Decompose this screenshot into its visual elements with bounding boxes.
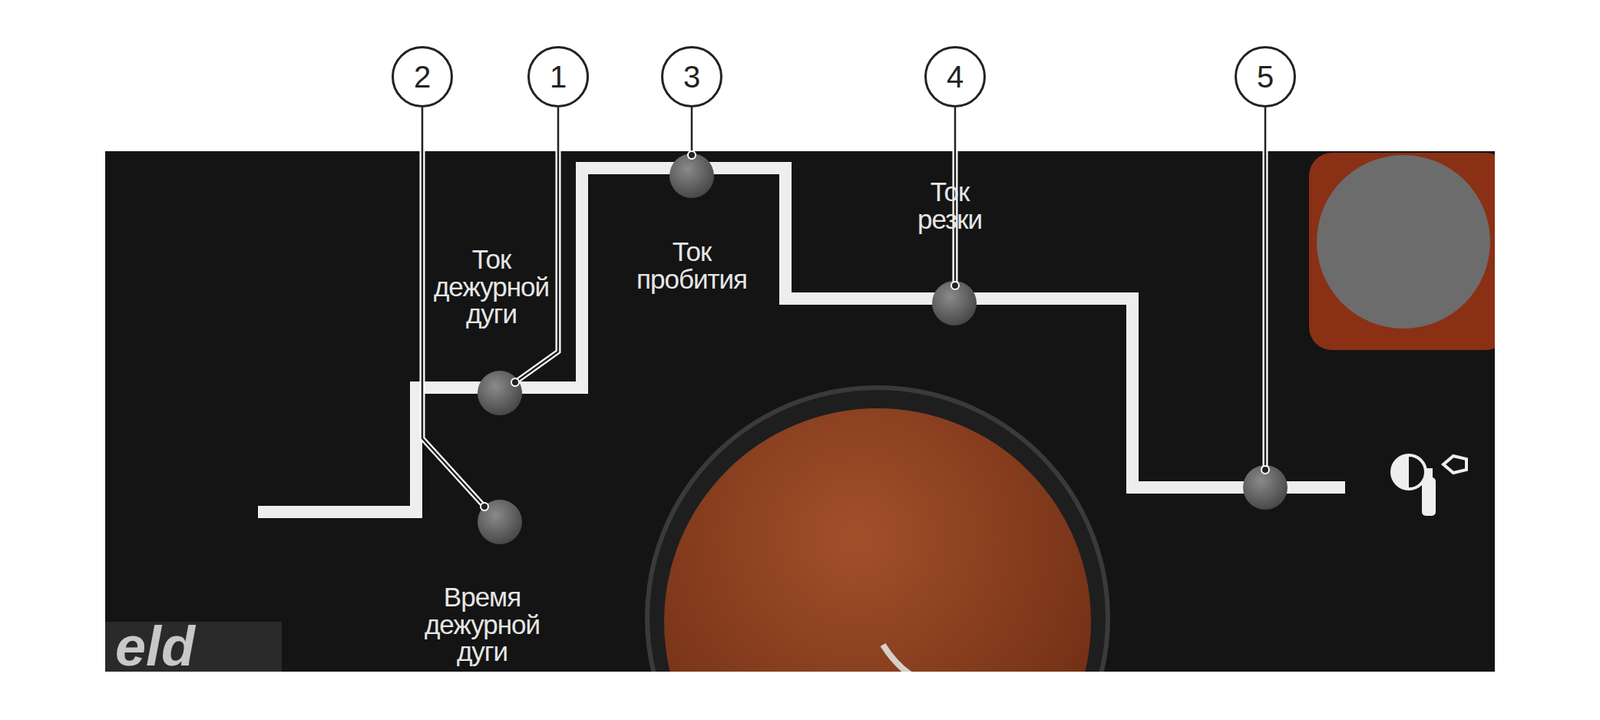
gas-symbol-half xyxy=(1391,455,1409,490)
led-indicator xyxy=(1242,465,1288,510)
callout-number: 1 xyxy=(527,46,589,108)
led-indicator xyxy=(669,153,715,199)
leader-dot xyxy=(480,502,489,511)
indicator-leds xyxy=(477,153,1288,545)
leader-dot xyxy=(951,281,959,290)
led-caption: Ток дежурной дуги xyxy=(433,245,549,328)
gas-symbol-ring xyxy=(1391,455,1426,490)
callout-number: 4 xyxy=(924,46,986,108)
gas-symbol xyxy=(1391,455,1467,516)
gas-valve xyxy=(1424,468,1433,480)
leader-line xyxy=(690,107,694,154)
knob-rim xyxy=(647,387,1108,672)
callout-number: 3 xyxy=(661,46,723,108)
start-button xyxy=(1316,155,1491,329)
control-knob xyxy=(664,408,1091,672)
led-caption: Время дежурной дуги xyxy=(424,583,540,666)
brand-logo: eld xyxy=(115,618,196,675)
led-indicator xyxy=(477,370,523,416)
gas-cloud xyxy=(1443,456,1467,473)
leader-line xyxy=(515,107,559,383)
knob-pointer xyxy=(882,644,929,672)
leader-dot xyxy=(511,378,520,387)
callout-number: 2 xyxy=(391,46,453,108)
leader-line xyxy=(1264,107,1267,469)
leader-dot xyxy=(1261,466,1270,474)
leader-lines xyxy=(422,107,1270,511)
leader-dot xyxy=(687,151,696,159)
gas-cylinder xyxy=(1421,477,1436,516)
callout-number: 5 xyxy=(1234,46,1296,108)
led-caption: Ток пробития xyxy=(636,238,748,293)
led-indicator xyxy=(477,499,523,545)
led-indicator xyxy=(932,280,977,326)
led-caption: Ток резки xyxy=(917,178,982,233)
start-button-frame xyxy=(1309,152,1495,351)
